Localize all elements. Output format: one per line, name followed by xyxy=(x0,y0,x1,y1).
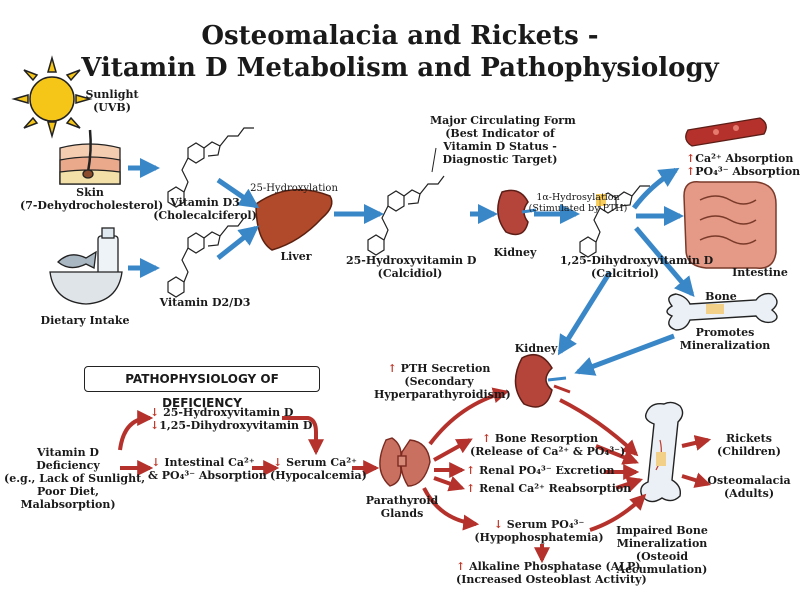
down-arrow-serum-ca: ↓ xyxy=(273,456,283,469)
calcidiol-molecule xyxy=(367,175,445,256)
vitamin-d3-molecule xyxy=(167,127,254,208)
alp-label: ↑ Alkaline Phosphatase (ALP) (Increased … xyxy=(456,560,647,586)
rickets-label: Rickets(Children) xyxy=(716,432,781,458)
renal-po4-label: ↑ Renal PO₄³⁻ Excretion xyxy=(466,464,615,477)
title-line-2: Vitamin D Metabolism and Pathophysiology xyxy=(81,53,719,83)
kidney-middle-label: Kidney xyxy=(514,342,558,355)
kidney-label: Kidney xyxy=(493,246,537,259)
low-vitd-label: ↓ 25-Hydroxyvitamin D ↓1,25-Dihydroxyvit… xyxy=(150,406,313,432)
hydroxylation-1a-label: 1α-Hydrosylation(Stimulated by PTH) xyxy=(528,192,628,214)
skin-label: Skin(7-Dehydrocholesterol) xyxy=(20,186,164,212)
intestine-icon xyxy=(683,181,777,269)
bone-icon xyxy=(666,292,778,331)
dietary-intake-label: Dietary Intake xyxy=(40,314,130,327)
bone-resorption-label: ↑ Bone Resorption (Release of Ca²⁺ & PO₄… xyxy=(470,432,626,458)
arrow-parathyroid-to-serum-po4 xyxy=(422,487,480,531)
arrow-calcitriol-to-vessel xyxy=(631,167,680,210)
arrow-d3-to-liver xyxy=(216,177,260,209)
down-arrow-intestinal: ↓ xyxy=(151,456,161,469)
up-arrow-ca: ↑ xyxy=(686,152,696,165)
vitamin-d2d3-label: Vitamin D2/D3 xyxy=(159,296,251,309)
calcitriol-label: 1,25-Dihydroxyvitamin D(Calcitriol) xyxy=(560,254,714,280)
renal-ca-label: ↑ Renal Ca²⁺ Reabsorption xyxy=(466,482,632,495)
hydroxylation-25-label: 25-Hydroxylation xyxy=(250,183,338,194)
impaired-bone-icon xyxy=(640,401,684,503)
serum-ca-label: ↓ Serum Ca²⁺ (Hypocalcemia) xyxy=(270,456,367,482)
arrow-serum-po4-to-bone xyxy=(589,493,647,532)
up-arrow-resorption: ↑ xyxy=(481,432,492,445)
arrow-bone-to-kidney xyxy=(574,333,675,376)
arrow-calcitriol-to-kidney xyxy=(557,270,613,356)
calcitriol-molecule xyxy=(579,185,650,258)
arrow-bone-to-rickets xyxy=(681,435,712,451)
kidney-icon xyxy=(497,189,537,236)
sunlight-label: Sunlight(UVB) xyxy=(85,88,139,114)
arrow-resorption-to-bone xyxy=(595,444,639,465)
intestine-label: Intestine xyxy=(732,266,788,279)
up-arrow-po4: ↑ xyxy=(686,165,696,178)
down-arrow-125: ↓ xyxy=(150,419,160,432)
arrow-low-vitd-to-serum xyxy=(282,416,324,456)
up-arrow-renal-po4: ↑ xyxy=(466,464,476,477)
arrow-calcitriol-to-bone xyxy=(634,226,695,298)
arrow-bone-to-osteomalacia xyxy=(681,472,712,488)
up-arrow-renal-ca: ↑ xyxy=(466,482,476,495)
liver-label: Liver xyxy=(280,250,312,263)
arrow-parathyroid-to-kidney xyxy=(428,387,510,446)
bone-label: Bone xyxy=(705,290,737,303)
kidney-middle-icon xyxy=(514,353,571,408)
vitamin-d2d3-molecule xyxy=(167,217,245,298)
blood-vessel-icon xyxy=(685,117,767,147)
calcitriol-highlight xyxy=(596,194,606,206)
major-form-label: Major Circulating Form(Best Indicator of… xyxy=(430,114,576,166)
major-form-pointer xyxy=(431,147,437,173)
intestinal-absorption-label: ↓ Intestinal Ca²⁺ & PO₄³⁻ Absorption xyxy=(148,456,267,482)
osteomalacia-label: Osteomalacia(Adults) xyxy=(707,474,791,500)
arrow-kidney-to-bone xyxy=(559,398,639,457)
title-line-1: Osteomalacia and Rickets - xyxy=(201,21,599,51)
up-arrow-pth: ↑ xyxy=(387,362,397,375)
dietary-intake-icon xyxy=(49,227,123,305)
arrow-d2d3-to-liver xyxy=(216,225,260,260)
skin-icon xyxy=(59,129,121,185)
down-arrow-25: ↓ xyxy=(150,406,160,419)
arrow-parathyroid-to-renal-ca xyxy=(433,476,466,492)
down-arrow-serum-po4: ↓ xyxy=(493,518,503,531)
sun-icon xyxy=(11,55,93,139)
parathyroid-icon xyxy=(379,437,431,487)
arrow-deficiency-to-low-vitd xyxy=(118,410,154,451)
liver-icon xyxy=(255,188,333,251)
serum-po4-label: ↓ Serum PO₄³⁻ (Hypophosphatemia) xyxy=(474,518,604,544)
calcidiol-label: 25-Hydroxyvitamin D(Calcidiol) xyxy=(346,254,477,280)
pathophysiology-heading: PATHOPHYSIOLOGY OF DEFICIENCY xyxy=(84,366,320,410)
absorption-label: ↑Ca²⁺ Absorption ↑PO₄³⁻ Absorption xyxy=(686,152,800,178)
arrow-parathyroid-to-resorption xyxy=(433,438,473,462)
up-arrow-alp: ↑ xyxy=(456,560,466,573)
vitamin-d3-label: Vitamin D3(Cholecalciferol) xyxy=(153,196,257,222)
arrow-renal-ca-to-bone xyxy=(615,476,644,492)
